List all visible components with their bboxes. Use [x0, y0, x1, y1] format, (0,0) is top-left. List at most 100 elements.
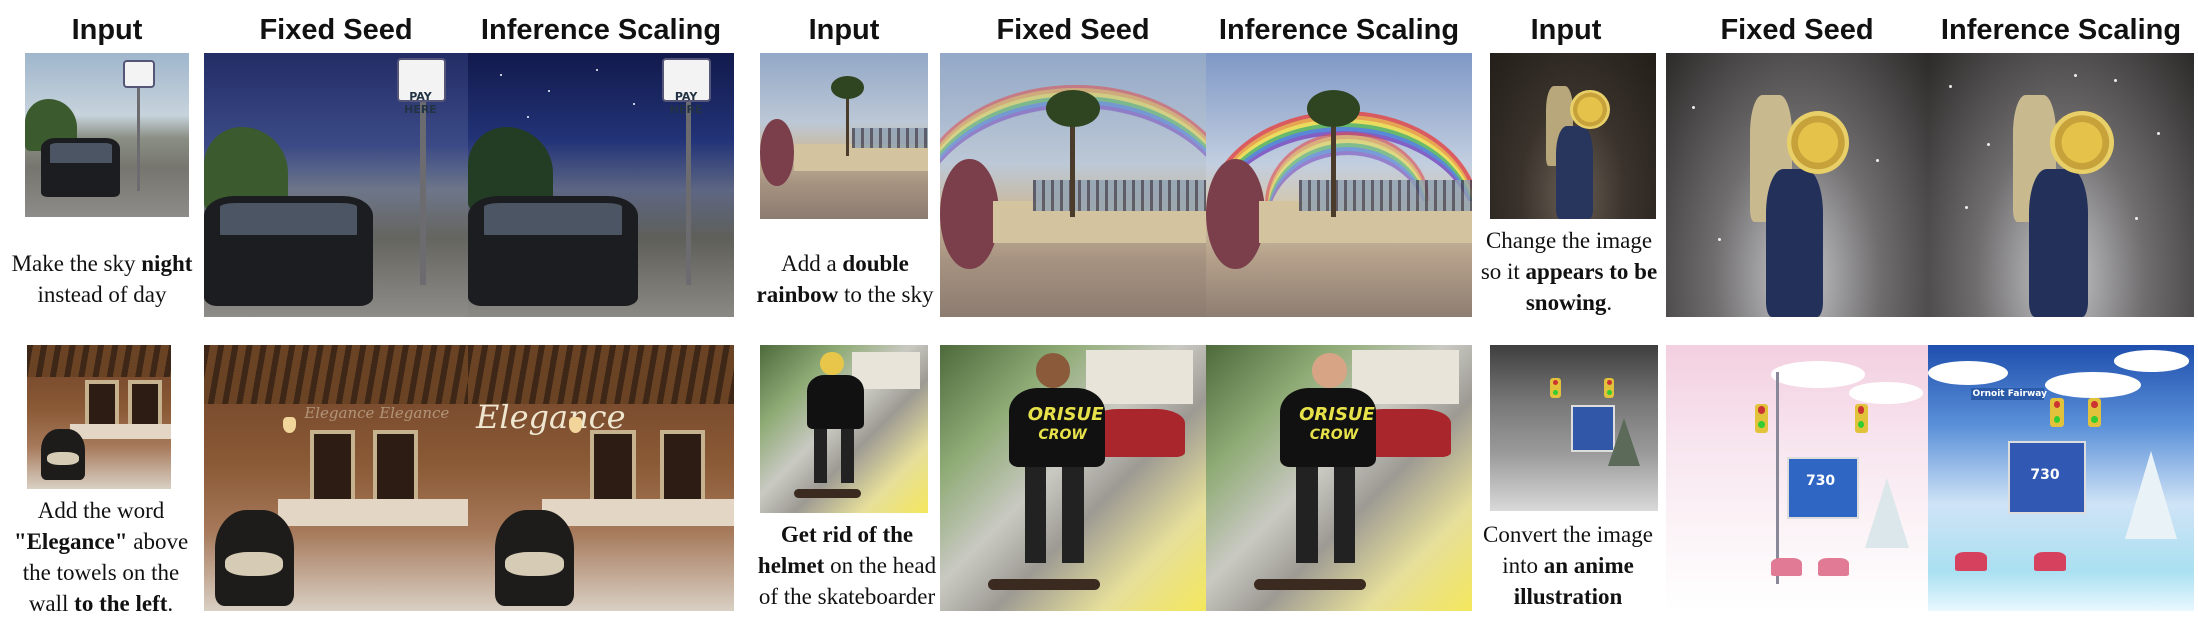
fixed-seed-image-rainbow: [940, 53, 1206, 317]
caption-snowing: Change the image so it appears to be sno…: [1474, 225, 1664, 318]
traffic-light: [2087, 398, 2101, 428]
palm-fronds: [1307, 89, 1361, 127]
caption-remove-helmet: Get rid of the helmet on the head of the…: [752, 519, 942, 612]
caption-text: on the head of the skateboarder: [758, 553, 937, 609]
snowflake: [1718, 237, 1722, 241]
car-window: [483, 203, 623, 236]
thatched-roof: [27, 345, 171, 377]
mirror: [372, 430, 418, 508]
cloud: [2114, 350, 2189, 372]
caption-text: above the towels on the wall: [22, 529, 189, 616]
caption-bold: to the left: [74, 591, 168, 616]
skater-leg: [1025, 467, 1047, 564]
pink-car: [1817, 557, 1850, 577]
input-image-skateboarder: [760, 345, 928, 513]
parking-sign: [396, 58, 446, 102]
mirror: [127, 379, 162, 431]
caption-bold: night: [141, 251, 193, 276]
skater-leg: [840, 429, 855, 483]
wall-lamp: [569, 416, 583, 433]
chair-cushion: [47, 451, 79, 465]
traffic-light: [1854, 403, 1868, 433]
traffic-light: [2050, 398, 2064, 428]
star-dot: [547, 89, 550, 92]
pine-tree: [2124, 451, 2177, 540]
palm-fronds: [830, 76, 865, 100]
skater-torso: [807, 375, 865, 429]
palm-trunk: [1070, 111, 1076, 217]
caption-text: Add a: [781, 251, 843, 276]
red-car: [2034, 552, 2067, 572]
shirt-text-line2: CROW: [1038, 427, 1087, 444]
billboard: [1786, 456, 1859, 520]
skateboard: [987, 579, 1100, 590]
caption-bold: appears to be snowing: [1525, 259, 1658, 315]
cloud: [2045, 371, 2141, 399]
star-dot: [595, 68, 598, 71]
skater-leg: [1062, 467, 1084, 564]
cloud: [1849, 382, 1923, 404]
fence-shape: [1299, 179, 1472, 212]
counter: [70, 424, 171, 439]
pine-tree: [1607, 418, 1640, 467]
skater-head-bare: [1312, 352, 1347, 388]
palm-trunk: [845, 89, 849, 156]
frisbee: [1569, 89, 1610, 130]
shirt-text-line2: CROW: [1309, 427, 1359, 444]
snowflake: [1875, 158, 1879, 162]
input-image-intersection: [1490, 345, 1658, 511]
caption-bold: Get rid of the helmet: [757, 522, 914, 578]
caption-text: .: [167, 591, 174, 616]
star-dot: [499, 74, 502, 77]
shirt-text-line1: ORISUE: [1299, 403, 1375, 425]
kid-front: [1765, 169, 1824, 317]
chair-cushion: [225, 552, 284, 577]
caption-anime-illustration: Convert the image into an anime illustra…: [1470, 519, 1666, 612]
snowflake: [2135, 216, 2139, 220]
car-window: [49, 143, 112, 163]
house: [852, 351, 920, 389]
inference-scaling-image-double-rainbow: [1206, 53, 1472, 317]
sign-pole: [686, 58, 692, 286]
snowflake: [2114, 79, 2118, 83]
skateboard: [1253, 579, 1366, 590]
caption-text: Make the sky: [11, 251, 142, 276]
traffic-light: [1604, 378, 1615, 399]
header-input-3: Input: [1530, 14, 1602, 46]
header-inference-scaling-3: Inference Scaling: [1940, 14, 2182, 46]
house: [1352, 350, 1459, 404]
caption-text: .: [1606, 290, 1613, 315]
caption-text: Convert the image into: [1483, 522, 1653, 578]
caption-bold: "Elegance": [13, 529, 128, 554]
red-car: [1088, 408, 1185, 457]
kid-front: [1556, 126, 1593, 219]
billboard-price: 730: [1805, 472, 1836, 489]
fixed-seed-image-anime-pink: 730: [1666, 345, 1928, 611]
caption-text: to the sky: [838, 282, 934, 307]
caption-double-rainbow: Add a double rainbow to the sky: [752, 248, 938, 310]
header-input-1: Input: [71, 14, 143, 46]
input-image-kids-frisbee: [1490, 53, 1656, 219]
inference-scaling-image-anime-blue: Ornoit Fairway 730: [1928, 345, 2194, 611]
elegance-wall-text: Elegance: [475, 398, 626, 437]
counter: [542, 499, 734, 526]
light-pole: [1776, 371, 1780, 585]
billboard-price: 730: [2030, 467, 2060, 484]
skater-leg: [813, 429, 828, 483]
star-dot: [632, 103, 635, 106]
rainbow-arc: [940, 84, 1206, 207]
kid-front: [2029, 169, 2088, 317]
bush-shape: [940, 158, 999, 270]
bush-shape: [760, 119, 794, 186]
sign-text: PAY HERE: [404, 89, 437, 116]
frisbee: [2050, 111, 2115, 175]
header-fixed-seed-3: Fixed Seed: [1720, 14, 1874, 46]
header-inference-scaling-2: Inference Scaling: [1218, 14, 1460, 46]
fixed-seed-image-parking-night: PAY HERE: [204, 53, 468, 317]
pink-car: [1770, 557, 1803, 577]
inference-scaling-image-kids-snow: [1928, 53, 2194, 317]
inference-scaling-image-skateboarder-no-helmet: ORISUE CROW: [1206, 345, 1472, 611]
parking-sign: [123, 59, 156, 89]
header-fixed-seed-2: Fixed Seed: [996, 14, 1150, 46]
fixed-seed-image-restaurant: Elegance Elegance: [204, 345, 468, 611]
